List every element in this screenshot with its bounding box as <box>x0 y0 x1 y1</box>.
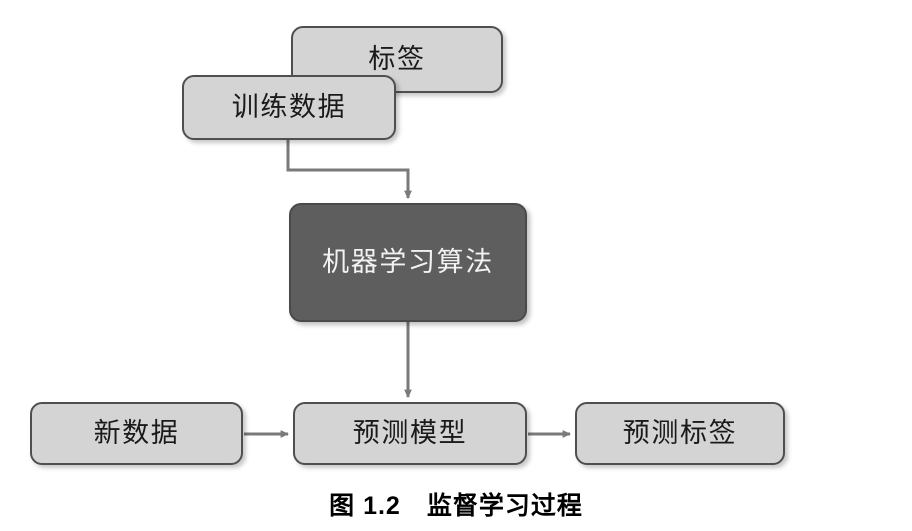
node-new-data-text: 新数据 <box>93 417 180 448</box>
node-ml-algorithm[interactable]: 机器学习算法 <box>289 203 527 322</box>
node-new-data[interactable]: 新数据 <box>30 402 243 465</box>
node-prediction-model-text: 预测模型 <box>352 417 468 448</box>
node-predicted-label-text: 预测标签 <box>622 417 738 448</box>
node-training-data-text: 训练数据 <box>231 91 347 122</box>
node-ml-algorithm-text: 机器学习算法 <box>322 246 494 277</box>
edge-training-to-algorithm <box>286 140 412 199</box>
figure-caption: 图 1.2 监督学习过程 <box>329 492 583 520</box>
node-label[interactable]: 标签 <box>291 26 503 93</box>
node-predicted-label[interactable]: 预测标签 <box>575 402 785 465</box>
node-label-text: 标签 <box>368 43 426 74</box>
node-prediction-model[interactable]: 预测模型 <box>293 402 527 465</box>
node-training-data[interactable]: 训练数据 <box>182 75 396 140</box>
